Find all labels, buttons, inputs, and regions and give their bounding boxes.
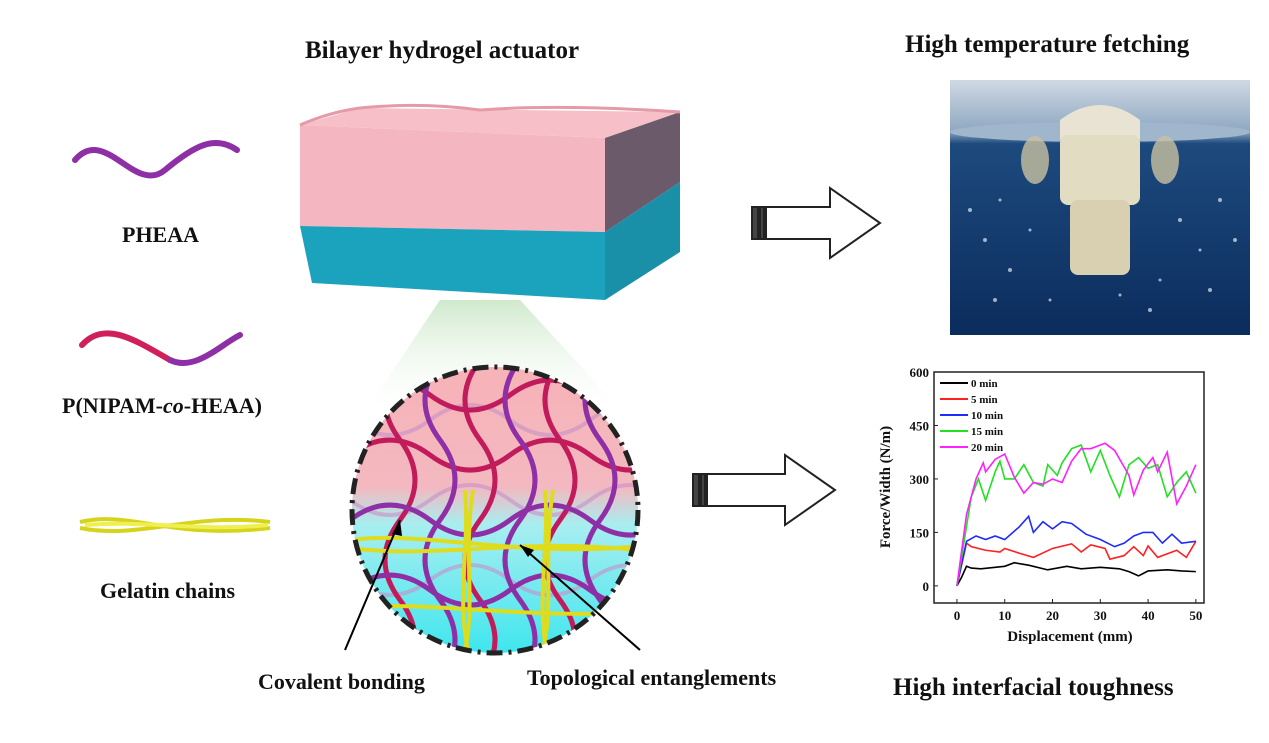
legend-label: 5 min — [971, 394, 998, 406]
copolymer-chain-icon-heaa — [167, 332, 243, 366]
y-axis-label: Force/Width (N/m) — [878, 426, 894, 548]
x-tick-label: 50 — [1189, 608, 1202, 623]
topological-pointer — [519, 544, 641, 651]
legend-label: 15 min — [971, 426, 1003, 438]
fetching-title: High temperature fetching — [905, 31, 1190, 58]
x-tick-label: 30 — [1094, 608, 1107, 623]
series-line-10-min — [956, 514, 1196, 587]
y-tick-label: 0 — [923, 579, 930, 594]
series-line-0-min — [956, 561, 1196, 587]
topological-label: Topological entanglements — [527, 665, 777, 690]
topological-arrowhead-icon — [520, 545, 534, 557]
arrow-right-icon — [751, 186, 882, 260]
copolymer-label: P(NIPAM-co-HEAA) — [62, 393, 262, 418]
x-tick-label: 20 — [1046, 608, 1059, 623]
legend-label: 20 min — [971, 442, 1003, 454]
y-tick-label: 150 — [910, 525, 930, 540]
copolymer-chain-icon-nipam — [79, 330, 173, 363]
series-line-15-min — [956, 444, 1197, 587]
series-line-5-min — [956, 540, 1197, 587]
toughness-title: High interfacial toughness — [893, 674, 1174, 701]
x-tick-label: 0 — [954, 608, 961, 623]
legend-label: 10 min — [971, 410, 1003, 422]
bilayer-hydrogel-block — [299, 103, 681, 300]
network-magnified-circle — [349, 364, 641, 656]
x-axis-label: Displacement (mm) — [1007, 629, 1132, 645]
gelatin-chain-icon — [79, 517, 271, 534]
series-line-20-min — [956, 442, 1197, 586]
pheaa-chain-icon — [72, 139, 240, 179]
peel-force-chart: Displacement (mm) Force/Width (N/m) 0 10 2… — [878, 365, 1205, 645]
actuator-title: Bilayer hydrogel actuator — [305, 37, 579, 64]
pheaa-label: PHEAA — [122, 222, 199, 247]
plot-frame — [933, 371, 1205, 604]
x-tick-label: 40 — [1142, 608, 1155, 623]
covalent-label: Covalent bonding — [258, 669, 425, 694]
legend-label: 0 min — [971, 378, 998, 390]
x-tick-label: 10 — [998, 608, 1011, 623]
y-tick-label: 600 — [910, 365, 930, 380]
gelatin-label: Gelatin chains — [100, 578, 236, 603]
arrow-right-icon-2 — [692, 453, 837, 527]
covalent-arrowhead-icon — [392, 520, 402, 536]
covalent-pointer — [344, 519, 401, 651]
y-tick-label: 450 — [910, 418, 930, 433]
fetching-photo — [950, 80, 1250, 335]
y-tick-label: 300 — [910, 472, 930, 487]
